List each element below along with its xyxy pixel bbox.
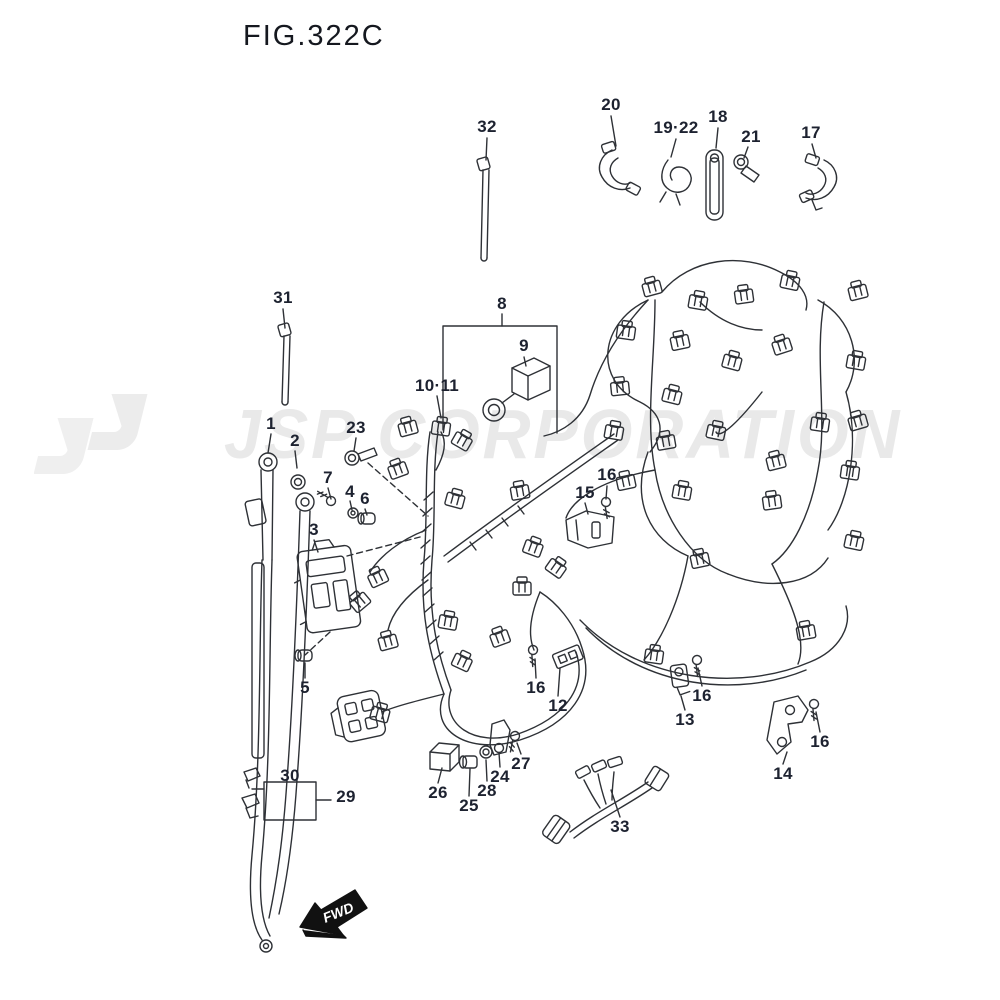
bracket-part-12 [551,644,584,670]
screw-part-16-c [688,653,705,678]
bracket-part-13 [669,663,691,696]
bracket-part-15 [565,510,615,549]
grommet-part-25 [458,755,478,769]
fwd-arrow [299,889,368,939]
fastener-parts [294,447,378,662]
cable-tie-part-32 [476,156,491,262]
battery-cables [241,452,315,953]
bracket-part-14 [766,695,809,755]
relay-part-9 [482,357,551,422]
clip-part-19-22 [659,159,692,206]
harness-wires [369,259,855,746]
six-pin-connector [330,689,387,743]
harness-connectors [345,268,870,724]
strap-part-18 [705,149,724,221]
screw-part-16-b [523,643,541,668]
clamp-part-20 [598,140,642,196]
bracket-part-24 [489,719,511,756]
clamp-part-17 [798,153,838,211]
cable-tie-part-31 [277,322,292,406]
figure-title: FIG.322C [243,20,385,52]
ecu-module-part-3 [293,538,362,634]
bolt-part-21 [733,154,760,183]
nut-part-28 [479,745,493,759]
relay-part-26 [429,742,460,772]
leader-lines [251,115,821,821]
sub-harness-part-33 [542,755,670,845]
